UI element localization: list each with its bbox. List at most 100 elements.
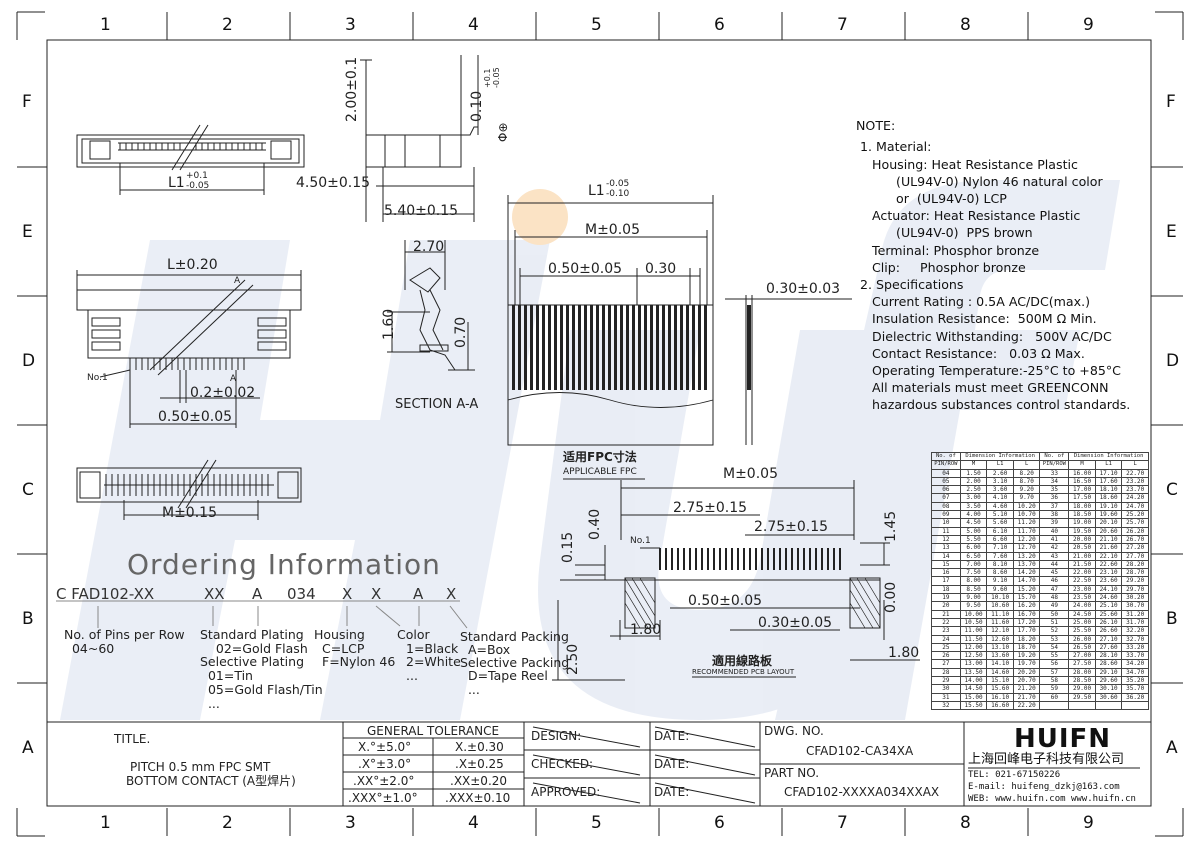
table-cell: 54 bbox=[1039, 642, 1070, 653]
side-view bbox=[360, 55, 479, 222]
table-cell: 50 bbox=[1039, 609, 1070, 619]
dim-pcb-015: 0.15 bbox=[560, 531, 576, 563]
table-cell: 17.50 bbox=[1068, 493, 1096, 503]
date-label: DATE: bbox=[654, 757, 690, 771]
ordering-plating-std: Standard Plating bbox=[200, 627, 304, 642]
flatness-symbol: Φ⊕ bbox=[496, 122, 510, 143]
table-cell: 10.20 bbox=[1012, 501, 1041, 512]
row-label-right: A bbox=[1166, 738, 1178, 758]
dim-pcb-275a: 2.75±0.15 bbox=[673, 500, 748, 516]
ordering-pins-range: 04~60 bbox=[64, 641, 115, 656]
dim-fpc-pitch: 0.50±0.05 bbox=[548, 261, 623, 277]
table-cell: 09 bbox=[931, 510, 961, 520]
table-cell: 16.10 bbox=[986, 692, 1014, 702]
table-cell: 17.60 bbox=[1094, 476, 1123, 487]
dim-pcb-pitch: 0.50±0.05 bbox=[688, 593, 763, 609]
row-label-right: C bbox=[1166, 480, 1178, 500]
table-cell: 20.00 bbox=[1068, 534, 1096, 545]
note-line: Clip: Phosphor bronze bbox=[856, 259, 1026, 275]
col-label-bottom: 5 bbox=[591, 813, 602, 833]
table-cell: 6.10 bbox=[986, 526, 1014, 536]
dim-pcb-145: 1.45 bbox=[883, 510, 899, 542]
part-no-value: CFAD102-XXXXA034XXAX bbox=[784, 785, 940, 799]
table-cell: 24.60 bbox=[1094, 593, 1123, 603]
table-cell: 12.60 bbox=[986, 634, 1014, 644]
table-cell: 18.70 bbox=[1012, 642, 1041, 653]
ordering-plating-02: 02=Gold Flash bbox=[200, 641, 308, 656]
design-label: DESIGN: bbox=[531, 729, 582, 743]
table-cell: 14.70 bbox=[1012, 576, 1041, 586]
table-header-cell: L1 bbox=[1094, 460, 1123, 470]
table-cell: 30 bbox=[931, 684, 961, 694]
note-line: Housing: Heat Resistance Plastic bbox=[856, 156, 1078, 172]
table-cell: 4.00 bbox=[959, 510, 988, 520]
table-cell: 07 bbox=[931, 493, 961, 503]
table-cell: 15.10 bbox=[986, 675, 1014, 686]
note-line: 2. Specifications bbox=[856, 277, 964, 293]
table-cell: 19.10 bbox=[1094, 501, 1123, 512]
tolerance-linear-2: .XX±0.20 bbox=[450, 774, 508, 788]
table-cell: 24.10 bbox=[1094, 584, 1123, 595]
notes-block: NOTE: 1. Material: Housing: Heat Resista… bbox=[856, 100, 1130, 431]
table-cell: 9.60 bbox=[986, 584, 1014, 595]
ordering-code-pins: 034 bbox=[287, 585, 316, 603]
table-header-row: No. of Dimension Information No. of Dime… bbox=[931, 451, 1149, 462]
table-cell: 17.20 bbox=[1012, 617, 1041, 628]
table-cell: 9.20 bbox=[1012, 485, 1041, 495]
ordering-color-more: ... bbox=[406, 668, 418, 683]
table-cell: 32 bbox=[931, 700, 961, 711]
table-cell: 31.20 bbox=[1121, 609, 1149, 619]
table-cell: 26.10 bbox=[1094, 617, 1123, 628]
table-cell: 36 bbox=[1039, 493, 1070, 503]
table-cell: 55 bbox=[1039, 651, 1070, 661]
caption-lines bbox=[56, 478, 796, 678]
table-cell: 21.60 bbox=[1094, 543, 1123, 553]
note-line: NOTE: bbox=[856, 118, 896, 134]
table-cell: 8.70 bbox=[1012, 476, 1041, 487]
front-view bbox=[76, 270, 302, 428]
table-cell: 15.00 bbox=[959, 692, 988, 702]
table-cell: 16.50 bbox=[1068, 476, 1096, 487]
section-marker-bottom: A bbox=[230, 374, 237, 384]
table-cell: 22.70 bbox=[1121, 468, 1149, 478]
table-cell: 51 bbox=[1039, 617, 1070, 628]
table-cell: 16.60 bbox=[986, 700, 1014, 711]
note-line: 1. Material: bbox=[856, 139, 932, 155]
table-cell: 18.60 bbox=[1094, 493, 1123, 503]
table-cell: 14.50 bbox=[959, 684, 988, 694]
table-header-cell: Dimension Information bbox=[1068, 451, 1149, 462]
table-cell: 30.20 bbox=[1121, 593, 1149, 603]
table-cell bbox=[1039, 700, 1070, 711]
table-cell: 28.00 bbox=[1068, 667, 1096, 678]
table-cell: 30.70 bbox=[1121, 601, 1149, 611]
table-cell: 30.60 bbox=[1094, 692, 1123, 702]
table-cell: 5.00 bbox=[959, 526, 988, 536]
table-cell: 28.10 bbox=[1094, 651, 1123, 661]
note-line: (UL94V-0) Nylon 46 natural color bbox=[856, 173, 1103, 189]
table-cell: 23.00 bbox=[1068, 584, 1096, 595]
note-line: hazardous substances control standards. bbox=[856, 397, 1131, 413]
row-label-right: D bbox=[1166, 351, 1180, 371]
col-label-top: 9 bbox=[1083, 15, 1094, 35]
table-cell: 10 bbox=[931, 518, 961, 528]
note-line: Terminal: Phosphor bronze bbox=[856, 242, 1040, 258]
table-cell: 29.60 bbox=[1094, 675, 1123, 686]
col-label-top: 4 bbox=[468, 15, 479, 35]
date-label: DATE: bbox=[654, 729, 690, 743]
table-cell: 4.10 bbox=[986, 493, 1014, 503]
table-cell: 11.10 bbox=[986, 609, 1014, 619]
ordering-housing-f: F=Nylon 46 bbox=[322, 654, 396, 669]
company-name: 上海回峰电子科技有限公司 bbox=[968, 752, 1125, 767]
note-line: Actuator: Heat Resistance Plastic bbox=[856, 208, 1081, 224]
ordering-packing-more: ... bbox=[460, 682, 480, 697]
table-cell: 28.70 bbox=[1121, 568, 1149, 578]
ordering-packing-a: A=Box bbox=[460, 642, 511, 657]
table-cell bbox=[1094, 700, 1123, 711]
